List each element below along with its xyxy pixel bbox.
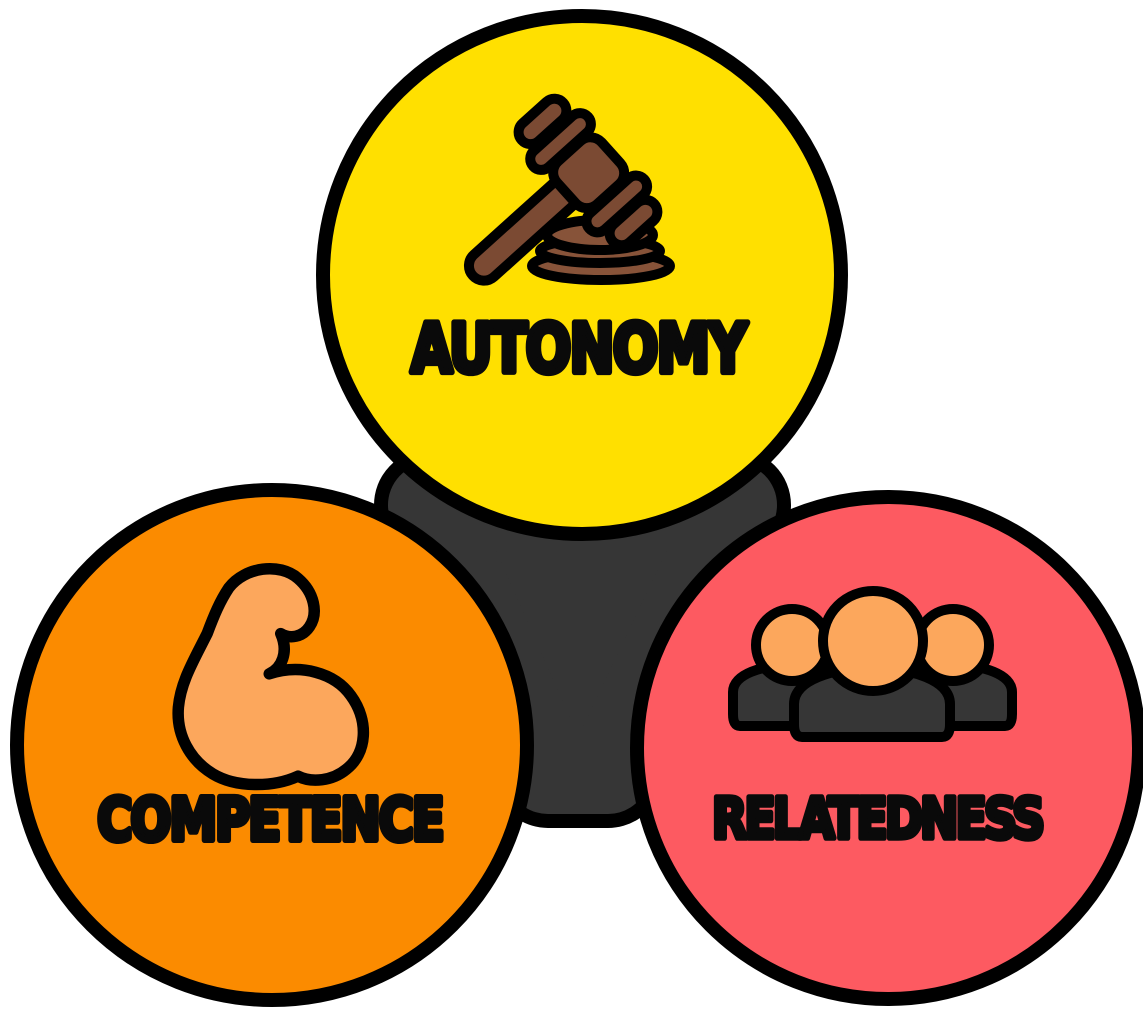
people-group-icon [728,586,1017,742]
competence-label: COMPETENCE [97,785,442,854]
relatedness-circle-shape [630,490,1143,1006]
gavel-icon [463,93,675,286]
autonomy-label: AUTONOMY [411,310,748,388]
flexed-bicep-icon [172,562,370,791]
person-center-head [818,586,928,696]
circle-competence: COMPETENCE [10,483,534,1007]
circle-autonomy: AUTONOMY [316,9,848,541]
circle-relatedness: RELATEDNESS [630,490,1143,1006]
person-left-head [751,604,833,686]
gavel-head-cap-right [604,194,663,251]
relatedness-label: RELATEDNESS [712,787,1043,853]
bicep-shape [172,562,370,791]
